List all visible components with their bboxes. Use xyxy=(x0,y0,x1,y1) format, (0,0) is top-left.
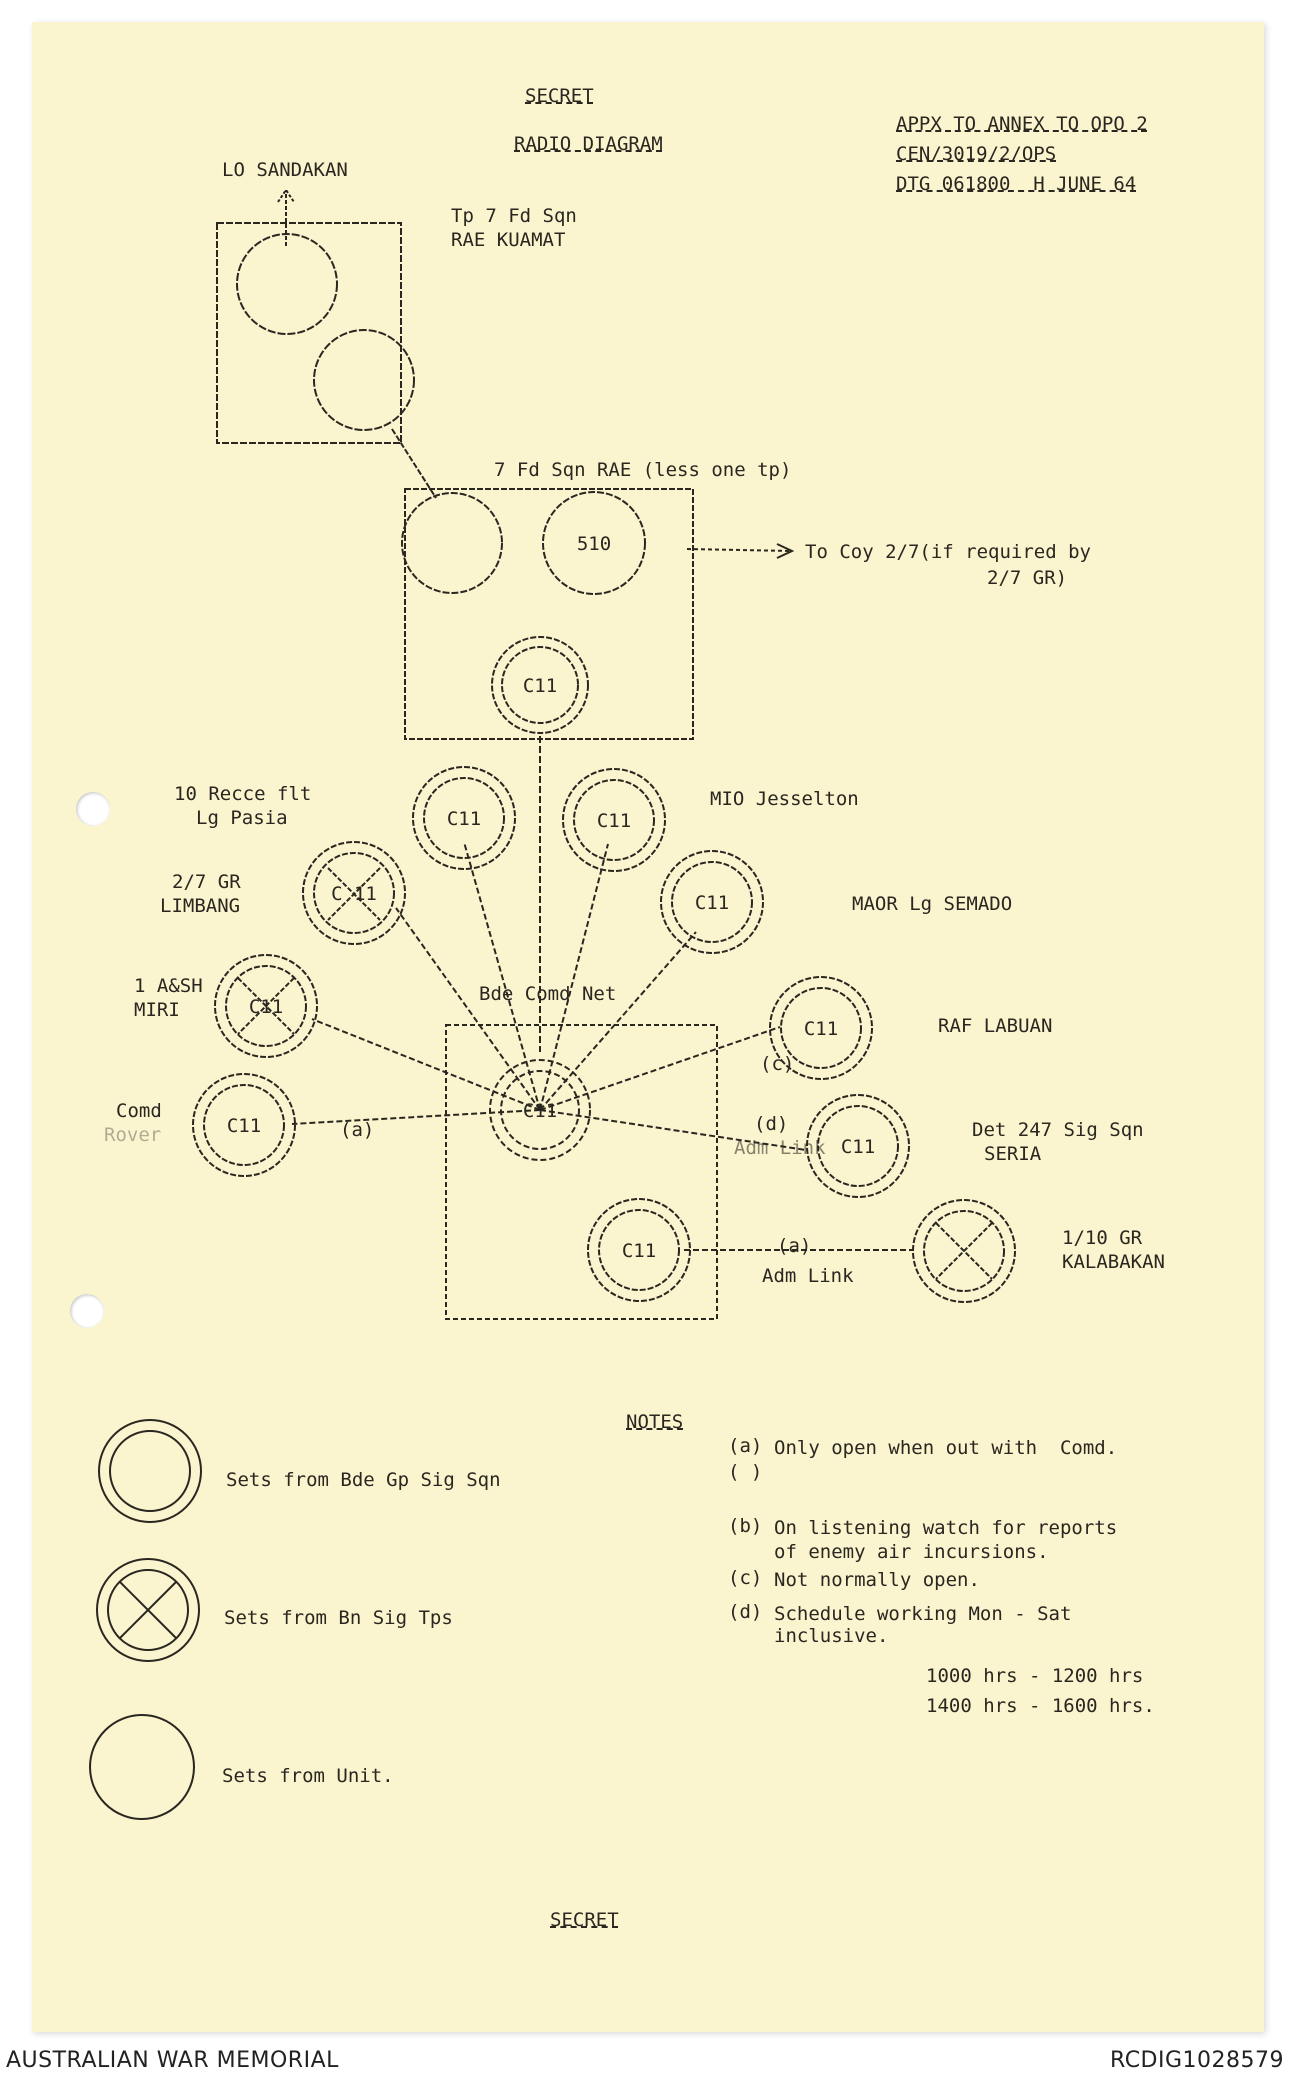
radio-diagram: 510 C11 C11 C11 C 11 C11 C11 C11 C11 C11… xyxy=(89,188,1016,1820)
notes-heading: NOTES xyxy=(626,1411,684,1433)
label-ash-1: 1 A&SH xyxy=(134,975,203,997)
label-maor: MAOR Lg SEMADO xyxy=(852,893,1013,915)
label-recce-1: 10 Recce flt xyxy=(174,783,312,805)
label-det-2: SERIA xyxy=(984,1143,1042,1165)
bde-net-box xyxy=(445,1024,718,1320)
diagram-title: RADIO DIAGRAM xyxy=(514,133,663,155)
legend-bn-symbol xyxy=(96,1558,200,1662)
note-time-1: 1000 hrs - 1200 hrs xyxy=(926,1665,1144,1687)
note-b-text-1: On listening watch for reports xyxy=(774,1517,1118,1539)
note-d-text-1: Schedule working Mon - Sat xyxy=(774,1603,1072,1625)
label-mio: MIO Jesselton xyxy=(710,788,859,810)
label-limbang-2: LIMBANG xyxy=(160,895,241,917)
link-label-d: (d) xyxy=(754,1113,789,1135)
adm-link-upper: Adm Link xyxy=(734,1137,826,1159)
label-gr110-2: KALABAKAN xyxy=(1062,1251,1165,1273)
link-label-c: (c) xyxy=(760,1053,795,1075)
label-recce-2: Lg Pasia xyxy=(196,807,288,829)
ref-line-1: APPX TO ANNEX TO OPO 2 xyxy=(896,113,1148,135)
note-c-mark: (c) xyxy=(728,1567,763,1589)
punch-hole-upper xyxy=(76,792,110,826)
set-c11-recce: C11 xyxy=(447,808,481,830)
set-c11-fdsqn: C11 xyxy=(523,675,557,697)
note-d-text-2: inclusive. xyxy=(774,1625,889,1647)
label-lo-sandakan: LO SANDAKAN xyxy=(222,159,348,181)
set-c11-raf: C11 xyxy=(804,1018,838,1040)
set-c11-mio: C11 xyxy=(597,810,631,832)
label-ash-2: MIRI xyxy=(134,999,180,1021)
note-blank-mark: ( ) xyxy=(728,1461,763,1483)
set-c11-centre: C11 xyxy=(523,1100,557,1122)
label-to-coy-1: To Coy 2/7(if required by xyxy=(805,541,1091,563)
note-c-text: Not normally open. xyxy=(774,1569,980,1591)
footer-id: RCDIG1028579 xyxy=(1110,2048,1285,2073)
set-c11-comd: C11 xyxy=(227,1115,261,1137)
note-b-mark: (b) xyxy=(728,1515,763,1537)
adm-link-lower: Adm Link xyxy=(762,1265,854,1287)
note-a-text: Only open when out with Comd. xyxy=(774,1437,1118,1459)
fd-sqn-box xyxy=(404,488,694,740)
ref-line-3: DTG 061800 H JUNE 64 xyxy=(896,173,1137,195)
label-gr110-1: 1/10 GR xyxy=(1062,1227,1143,1249)
legend-bde: Sets from Bde Gp Sig Sqn xyxy=(226,1469,501,1491)
classification-bottom: SECRET xyxy=(550,1909,619,1931)
link-label-a-bottom: (a) xyxy=(777,1235,812,1257)
footer-org: AUSTRALIAN WAR MEMORIAL xyxy=(6,2048,339,2073)
note-time-2: 1400 hrs - 1600 hrs. xyxy=(926,1695,1155,1717)
label-raf: RAF LABUAN xyxy=(938,1015,1053,1037)
note-d-mark: (d) xyxy=(728,1601,763,1623)
legend-bn: Sets from Bn Sig Tps xyxy=(224,1607,453,1629)
set-c11-bottom: C11 xyxy=(622,1240,656,1262)
tp7-box xyxy=(216,222,402,444)
legend-unit: Sets from Unit. xyxy=(222,1765,394,1787)
arrow-to-coy xyxy=(686,548,793,552)
set-510: 510 xyxy=(577,533,611,555)
label-comd-2: Rover xyxy=(104,1124,162,1146)
link-label-a-left: (a) xyxy=(340,1119,375,1141)
classification-top: SECRET xyxy=(525,85,594,107)
label-fd-sqn: 7 Fd Sqn RAE (less one tp) xyxy=(494,459,792,481)
legend-unit-symbol xyxy=(89,1714,195,1820)
label-det-1: Det 247 Sig Sqn xyxy=(972,1119,1144,1141)
document-sheet: 510 C11 C11 C11 C 11 C11 C11 C11 C11 C11… xyxy=(32,22,1264,2032)
ref-line-2: CEN/3019/2/OPS xyxy=(896,143,1057,165)
link-tp7-fdsqn xyxy=(391,428,437,499)
set-c11-limbang: C 11 xyxy=(331,883,377,905)
label-to-coy-2: 2/7 GR) xyxy=(987,567,1068,589)
note-b-text-2: of enemy air incursions. xyxy=(774,1541,1049,1563)
set-c11-seria: C11 xyxy=(841,1136,875,1158)
label-tp7-1: Tp 7 Fd Sqn xyxy=(451,205,577,227)
label-comd-1: Comd xyxy=(116,1100,162,1122)
label-bde-net: Bde Comd Net xyxy=(479,983,617,1005)
legend-bde-symbol xyxy=(98,1419,202,1523)
note-a-mark: (a) xyxy=(728,1435,763,1457)
set-c11-miri: C11 xyxy=(249,996,283,1018)
set-c11-maor: C11 xyxy=(695,892,729,914)
label-tp7-2: RAE KUAMAT xyxy=(451,229,566,251)
punch-hole-lower xyxy=(70,1294,104,1328)
label-limbang-1: 2/7 GR xyxy=(172,871,241,893)
